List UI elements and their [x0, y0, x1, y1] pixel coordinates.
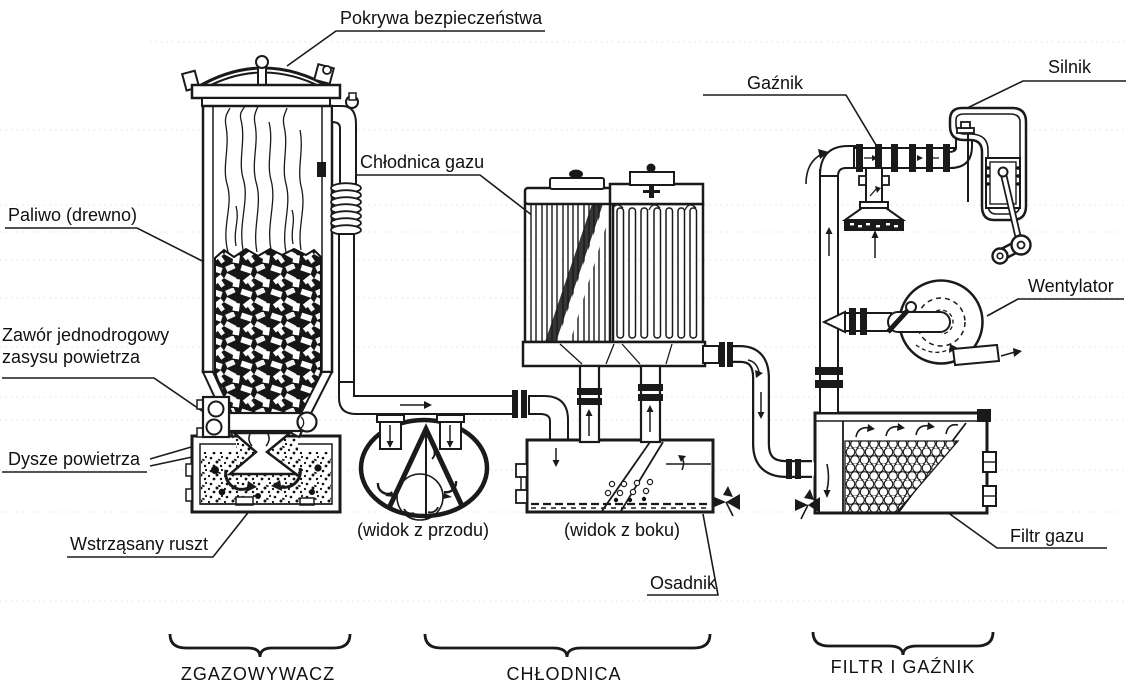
label-settler: Osadnik — [650, 573, 717, 593]
brace-gasifier — [168, 633, 352, 658]
leader-gas-cooler — [357, 174, 534, 217]
settler-side-view-drawing — [515, 438, 740, 517]
leader-carburetor — [703, 94, 880, 151]
air-screen — [844, 220, 904, 231]
label-carburetor: Gaźnik — [747, 73, 804, 93]
label-gas-cooler: Chłodnica gazu — [360, 152, 484, 172]
flex-corrugation — [330, 182, 362, 236]
leader-fan — [986, 298, 1124, 317]
settler-front-view-drawing — [358, 414, 490, 521]
label-air-valve-line1: Zawór jednodrogowy — [2, 325, 169, 345]
cooler-drawing — [521, 163, 733, 444]
label-fuel: Paliwo (drewno) — [8, 205, 137, 225]
filter-drain-valve — [795, 489, 820, 520]
section-braces — [168, 631, 995, 658]
air-valve — [196, 395, 231, 439]
engine-drawing — [948, 106, 1032, 265]
leader-safety-cover — [286, 30, 545, 67]
fan-outlet — [951, 343, 1001, 367]
leader-gas-filter — [946, 511, 1107, 549]
label-safety-cover: Pokrywa bezpieczeństwa — [340, 8, 543, 28]
gas-outlet-pipe-drawing — [330, 92, 569, 443]
label-side-view: (widok z boku) — [564, 520, 680, 540]
leader-fuel — [5, 227, 225, 273]
label-fan: Wentylator — [1028, 276, 1114, 296]
tuyere — [226, 431, 300, 476]
label-engine: Silnik — [1048, 57, 1092, 77]
leader-engine — [958, 80, 1126, 113]
label-air-nozzles: Dysze powietrza — [8, 449, 141, 469]
gasifier-drawing — [180, 55, 342, 514]
fan-drawing — [821, 279, 1022, 367]
label-shaken-grate: Wstrząsany ruszt — [70, 534, 208, 554]
section-label-cooler: CHŁODNICA — [506, 664, 621, 684]
air-nozzle-pipe — [227, 411, 303, 433]
label-front-view: (widok z przodu) — [357, 520, 489, 540]
riser-pipe-drawing — [805, 145, 859, 414]
scan-artifact-lines — [0, 41, 1126, 602]
brace-cooler — [423, 633, 712, 658]
brace-filter — [811, 631, 995, 656]
grate-arrows — [224, 467, 302, 492]
section-label-gasifier: ZGAZOWYWACZ — [181, 664, 335, 684]
cylinder — [985, 157, 1021, 209]
fan-crank-knob — [905, 301, 917, 313]
leader-settler — [647, 513, 719, 596]
perforations — [604, 478, 654, 503]
drain-valve — [712, 486, 740, 517]
leader-air-valve — [2, 377, 206, 414]
section-label-filter-carburetor: FILTR I GAŹNIK — [831, 657, 976, 677]
label-gas-filter: Filtr gazu — [1010, 526, 1084, 546]
filter-drawing — [795, 409, 997, 520]
flames — [224, 105, 304, 253]
leader-shaken-grate — [67, 494, 263, 558]
label-air-valve-line2: zasysu powietrza — [2, 347, 141, 367]
labels: Pokrywa bezpieczeństwa Chłodnica gazu Pa… — [2, 8, 1114, 684]
lid-flange — [190, 83, 342, 100]
cooler-outlet-pipe-drawing — [733, 345, 814, 479]
carburetor-drawing — [841, 133, 973, 258]
